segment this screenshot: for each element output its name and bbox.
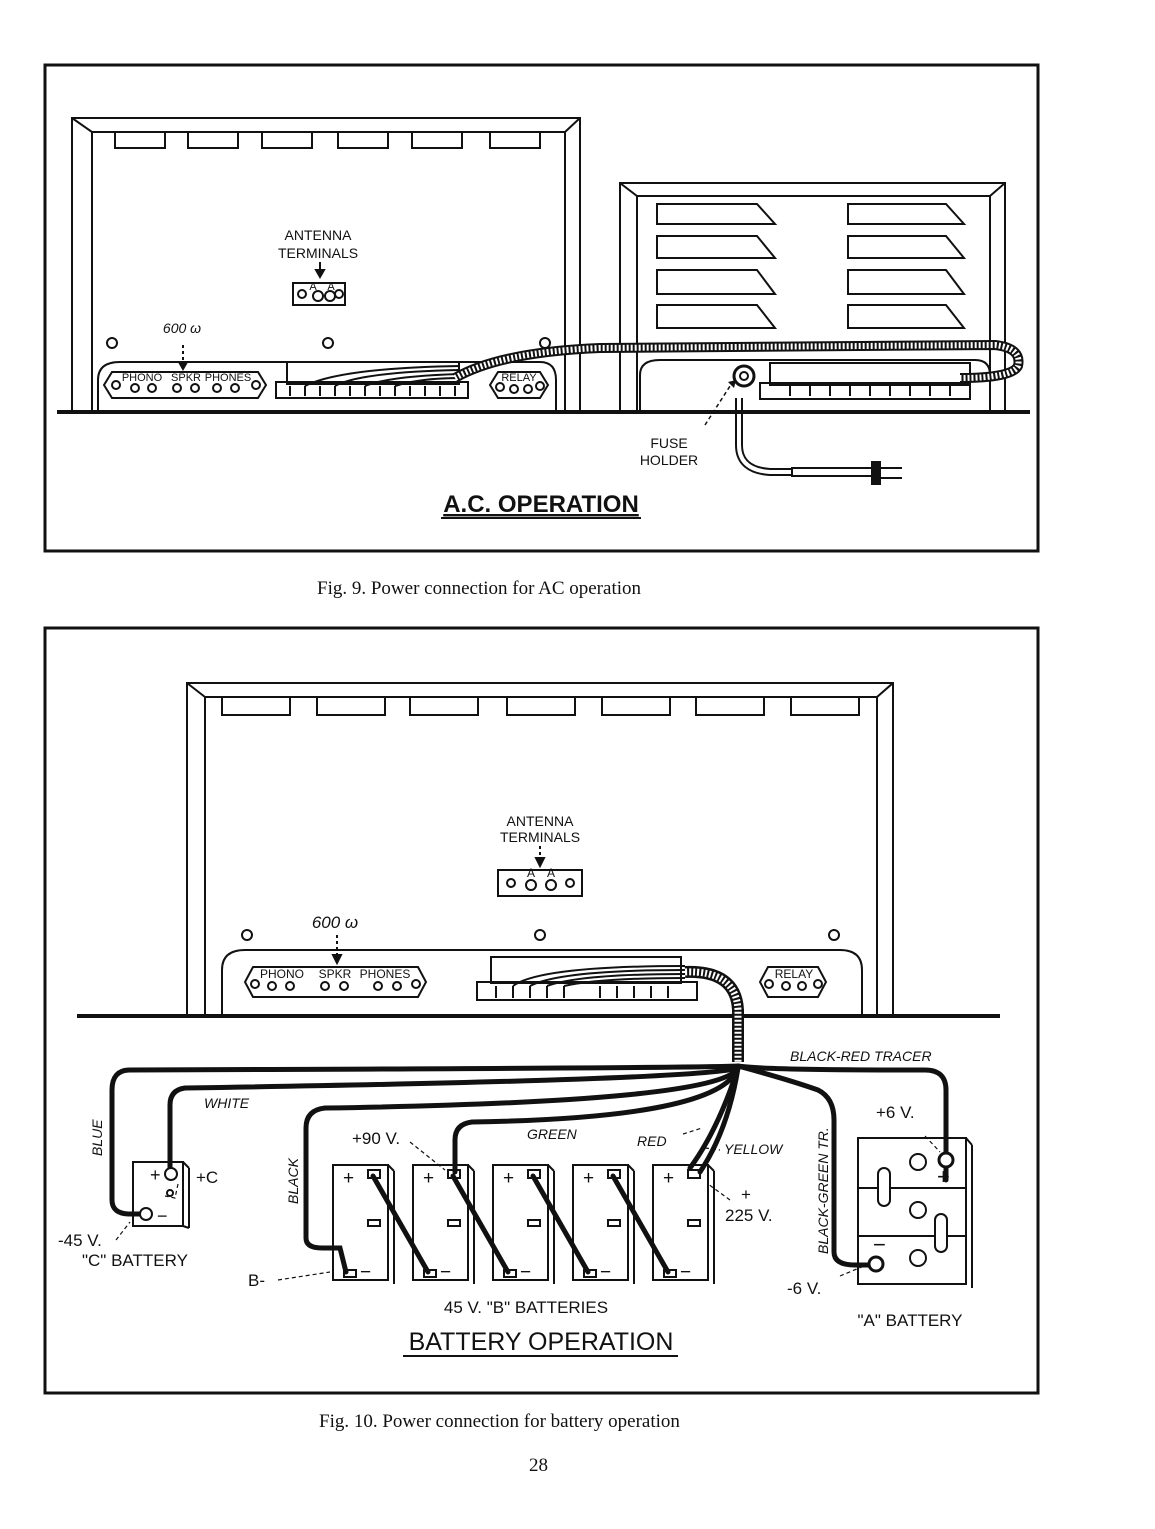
fig10-a-battery-label: "A" BATTERY	[858, 1311, 963, 1330]
fig10-diagram: + − + − + − + −	[43, 626, 1040, 1395]
fig10-antenna-terminal-block	[497, 846, 583, 897]
fig10-a-battery: + −	[857, 1137, 973, 1288]
wire-white	[167, 1065, 741, 1171]
wire-black-red-tracer	[735, 1063, 949, 1183]
fig9-fuse-2: HOLDER	[640, 452, 698, 468]
fig9-cable	[452, 339, 1024, 383]
fig10-b-batteries-label: 45 V. "B" BATTERIES	[444, 1298, 608, 1317]
wire-black-green-tracer	[735, 1063, 873, 1268]
fig9-spkr: SPKR	[171, 372, 201, 384]
fig10-wires	[109, 1063, 949, 1275]
svg-text:−: −	[440, 1262, 451, 1283]
fig10-antenna-a1: A	[527, 866, 535, 880]
fig9-antenna-label-1: ANTENNA	[285, 227, 353, 243]
fig9-antenna-terminal-block	[292, 262, 346, 306]
fig10-c-battery-label: "C" BATTERY	[82, 1251, 188, 1270]
svg-text:−: −	[873, 1232, 886, 1257]
fig10-cable	[684, 965, 744, 1062]
fig9-antenna-a2: A	[327, 281, 335, 293]
fig10-relay: RELAY	[775, 967, 813, 981]
fig10-spkr: SPKR	[319, 967, 352, 981]
svg-text:+: +	[583, 1168, 594, 1189]
fig10-wire-yellow: YELLOW	[724, 1141, 784, 1157]
fig10-caption: Fig. 10. Power connection for battery op…	[319, 1411, 680, 1432]
svg-text:+: +	[423, 1168, 434, 1189]
svg-text:+: +	[937, 1164, 950, 1189]
fig10-wire-black: BLACK	[285, 1157, 301, 1204]
fig10-wire-blue: BLUE	[89, 1119, 105, 1156]
wire-green	[452, 1065, 741, 1175]
fig9-fuse-1: FUSE	[650, 435, 687, 451]
fig10-frame	[43, 626, 1040, 1395]
fig10-impedance: 600 ω	[312, 913, 358, 932]
fig10-v-minus6: -6 V.	[787, 1279, 821, 1298]
fig10-phono-panel	[243, 935, 428, 998]
b-battery-1: + −	[332, 1164, 395, 1284]
svg-text:+: +	[150, 1165, 161, 1185]
fig10-series-jumpers	[370, 1173, 671, 1275]
fig10-wire-black-green: BLACK-GREEN TR.	[815, 1127, 831, 1254]
fig10-v-minus45: -45 V.	[58, 1231, 102, 1250]
fig9-phono: PHONO	[122, 372, 163, 384]
fig9-antenna-label-2: TERMINALS	[278, 245, 358, 261]
wire-blue	[109, 1063, 741, 1217]
fig10-b-minus: B-	[248, 1271, 265, 1290]
svg-text:+: +	[503, 1168, 514, 1189]
fig9-frame	[43, 63, 1040, 553]
svg-text:−: −	[360, 1262, 371, 1283]
fig9-terminal-strip	[275, 361, 469, 399]
fig9-impedance: 600 ω	[163, 320, 201, 336]
fig9-relay-panel	[488, 371, 550, 399]
fig10-wire-red: RED	[637, 1133, 667, 1149]
fig9-title: A.C. OPERATION	[443, 491, 639, 518]
svg-text:−: −	[680, 1262, 691, 1283]
fig10-phono: PHONO	[260, 967, 304, 981]
fig9-caption: Fig. 9. Power connection for AC operatio…	[317, 578, 642, 599]
fig10-b-batteries: + − + − + − + −	[332, 1164, 715, 1284]
fig10-title: BATTERY OPERATION	[409, 1328, 674, 1356]
b-battery-3: + −	[492, 1164, 555, 1284]
b-battery-2: + −	[412, 1164, 475, 1284]
wire-yellow	[697, 1065, 741, 1175]
fig10-terminal-strip	[476, 956, 698, 1001]
b-battery-4: + −	[572, 1164, 635, 1284]
fig10-c-battery: + −	[132, 1161, 190, 1229]
fig10-leaders	[115, 1127, 941, 1281]
svg-text:−: −	[600, 1262, 611, 1283]
fig10-antenna-label-2: TERMINALS	[500, 829, 580, 845]
page-number: 28	[529, 1455, 548, 1476]
fig10-wire-green: GREEN	[527, 1126, 578, 1142]
fig9-phono-panel	[102, 345, 268, 399]
fig9-phones: PHONES	[205, 372, 251, 384]
fig10-wire-white: WHITE	[204, 1095, 250, 1111]
fig10-antenna-label-1: ANTENNA	[507, 813, 575, 829]
fig10-relay-panel	[758, 966, 828, 998]
wire-black	[303, 1065, 741, 1275]
fig10-v-plus225: 225 V.	[725, 1206, 773, 1225]
fig9-radio-chassis	[71, 117, 581, 413]
fig9-power-pack	[619, 182, 1006, 413]
svg-text:−: −	[157, 1206, 168, 1226]
fig10-wire-black-red: BLACK-RED TRACER	[790, 1048, 932, 1064]
svg-text:−: −	[520, 1262, 531, 1283]
fig10-v-plus90: +90 V.	[352, 1129, 400, 1148]
svg-text:+: +	[663, 1168, 674, 1189]
fig10-v-plus6: +6 V.	[876, 1103, 915, 1122]
fig9-antenna-a1: A	[309, 281, 317, 293]
b-battery-5: + −	[652, 1164, 715, 1284]
fig9-relay: RELAY	[501, 372, 537, 384]
fig9-power-cord	[735, 398, 902, 485]
fig9-diagram: ANTENNA TERMINALS A A 600 ω PHONO SPKR P…	[43, 63, 1040, 553]
fig10-v-plus225-sign: +	[741, 1185, 751, 1204]
fig10-antenna-a2: A	[547, 866, 555, 880]
fig9-fuse-leader	[704, 382, 733, 426]
fig10-v-plusC: +C	[196, 1168, 218, 1187]
fig10-phones: PHONES	[360, 967, 411, 981]
svg-text:+: +	[343, 1168, 354, 1189]
